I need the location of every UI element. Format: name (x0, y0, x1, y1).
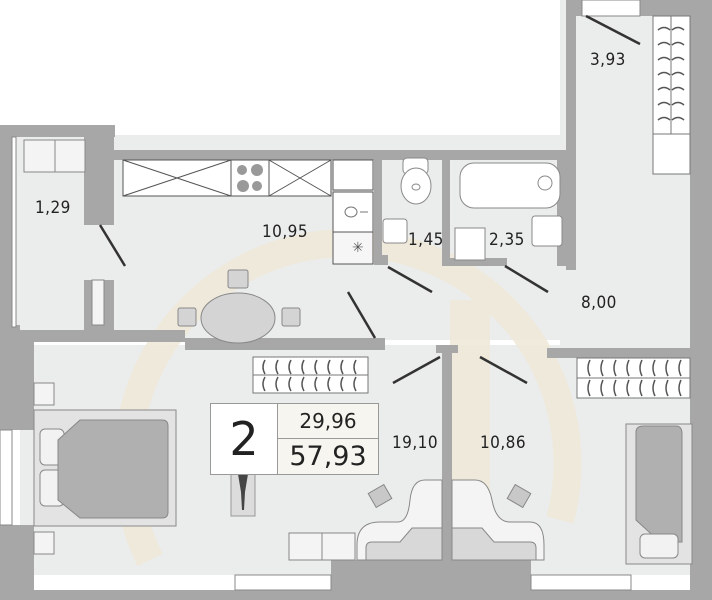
double-bed (33, 382, 177, 555)
room-area-wardrobe: 3,93 (590, 50, 626, 70)
floor-lamp-icon (230, 471, 256, 517)
room-area-toilet: 1,45 (408, 230, 444, 250)
hanger-marks (262, 26, 685, 397)
room-area-storage: 1,29 (35, 198, 71, 218)
living-area: 29,96 (278, 404, 378, 439)
room-area-living-room: 19,10 (392, 433, 439, 453)
rooms-count: 2 (211, 404, 278, 474)
room-area-bathroom: 2,35 (489, 230, 525, 250)
bathtub-icon (459, 162, 561, 209)
kitchen-sink-icon: ✳ (344, 206, 368, 256)
dining-table (177, 269, 301, 344)
storage-cabinets (23, 139, 105, 326)
washbasin-icons (382, 215, 563, 261)
single-bed (625, 423, 693, 565)
apartment-summary: 2 29,96 57,93 (210, 403, 379, 475)
room-area-bedroom: 10,86 (480, 433, 527, 453)
stove-burners-icon (237, 164, 263, 192)
room-area-hallway: 8,00 (581, 293, 617, 313)
total-area: 57,93 (289, 441, 367, 472)
door-swings (98, 14, 641, 385)
svg-text:✳: ✳ (352, 240, 364, 256)
toilet-icon (400, 157, 432, 205)
desks (288, 479, 545, 561)
area-totals: 29,96 57,93 (278, 404, 378, 474)
windows (0, 0, 641, 591)
room-area-kitchen: 10,95 (262, 222, 309, 242)
